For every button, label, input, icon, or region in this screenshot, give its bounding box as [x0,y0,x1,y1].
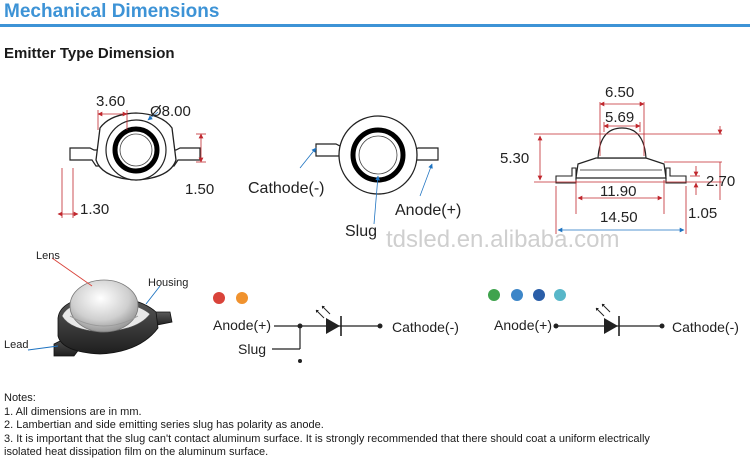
dim-body-width-label: 11.90 [600,183,636,200]
polarity-slug-label: Slug [345,223,377,240]
section-header: Mechanical Dimensions [0,0,750,27]
dim-total-height-label: 5.30 [500,150,529,167]
dim-width-label: 3.60 [96,93,125,110]
color-dot-blue [511,289,523,301]
note-item: 3. It is important that the slug can't c… [4,432,650,445]
color-dot-orange [236,292,248,304]
circuit-right-cathode-label: Cathode(-) [672,319,739,335]
color-dot-red [213,292,225,304]
notes: Notes: 1. All dimensions are in mm. 2. L… [4,392,744,460]
dim-top-outer-label: 6.50 [605,84,634,101]
subtitle: Emitter Type Dimension [4,45,175,62]
lens-label: Lens [36,250,60,262]
circuit-left-cathode-label: Cathode(-) [392,319,459,335]
section-title: Mechanical Dimensions [4,1,220,22]
header-rule [0,24,750,27]
top-view-drawing [57,110,206,218]
polarity-cathode-label: Cathode(-) [248,180,324,197]
note-item: 2. Lambertian and side emitting series s… [4,419,324,432]
note-item: isolated heat dissipation film on the al… [4,446,269,459]
side-view-drawing [534,101,723,234]
watermark: tdsled.en.alibaba.com [386,226,619,253]
dim-lead-label: 1.30 [80,201,109,218]
notes-heading: Notes: [4,392,36,404]
circuit-left [213,292,383,363]
dim-height-label: 1.50 [185,181,214,198]
note-item: 1. All dimensions are in mm. [4,405,142,418]
color-dot-green [488,289,500,301]
dim-top-inner-label: 5.69 [605,109,634,126]
diode-icon [326,318,340,334]
lead-label: Lead [4,339,28,351]
circuit-left-slug-label: Slug [238,341,266,357]
dim-diameter-label: Ø8.00 [150,103,191,120]
housing-label: Housing [148,277,188,289]
dim-body-height-label: 2.70 [706,173,735,190]
dim-lead-thick-label: 1.05 [688,205,717,222]
polarity-anode-label: Anode(+) [395,202,461,219]
circuit-left-anode-label: Anode(+) [213,317,271,333]
color-dot-royal-blue [533,289,545,301]
diode-icon [604,318,618,334]
polarity-view-drawing [299,115,439,225]
dim-total-width-label: 14.50 [600,209,638,226]
circuit-right-anode-label: Anode(+) [494,317,552,333]
perspective-view-drawing [27,257,173,357]
circuit-right [488,289,665,336]
color-dot-cyan [554,289,566,301]
